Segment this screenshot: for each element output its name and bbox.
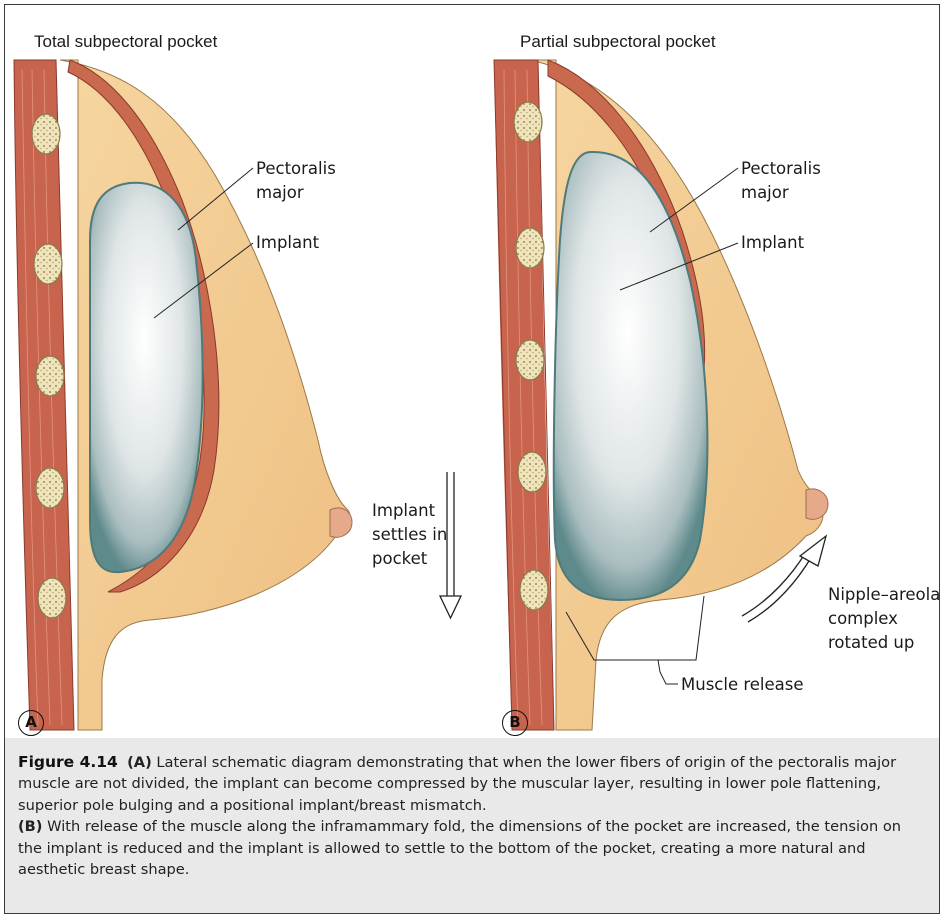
label-implant-a: Implant bbox=[256, 232, 319, 254]
caption-b-tag: (B) bbox=[18, 818, 42, 835]
label-pectoralis-b-line1: Pectoralis bbox=[741, 158, 821, 180]
figure-caption: Figure 4.14 (A) Lateral schematic diagra… bbox=[18, 752, 924, 880]
caption-b-text: With release of the muscle along the inf… bbox=[18, 818, 901, 878]
label-implant-b: Implant bbox=[741, 232, 804, 254]
label-settles-line1: Implant bbox=[372, 500, 435, 522]
panel-a-badge: A bbox=[18, 710, 44, 736]
label-nipple-line1: Nipple–areola bbox=[828, 584, 940, 606]
label-settles-line2: settles in bbox=[372, 524, 447, 546]
label-pectoralis-a-line1: Pectoralis bbox=[256, 158, 336, 180]
chest-wall-muscle-a bbox=[14, 60, 74, 730]
implant-a bbox=[90, 183, 203, 572]
label-nipple-line2: complex bbox=[828, 608, 898, 630]
nipple-a bbox=[330, 508, 352, 537]
label-muscle-release: Muscle release bbox=[681, 674, 804, 696]
caption-a-tag: (A) bbox=[127, 754, 152, 771]
label-nipple-line3: rotated up bbox=[828, 632, 914, 654]
label-settles-line3: pocket bbox=[372, 548, 427, 570]
chest-wall-muscle-b bbox=[494, 60, 554, 730]
panel-b-badge: B bbox=[502, 710, 528, 736]
label-pectoralis-b-line2: major bbox=[741, 182, 789, 204]
label-pectoralis-a-line2: major bbox=[256, 182, 304, 204]
panel-a-title: Total subpectoral pocket bbox=[34, 32, 217, 52]
nipple-b bbox=[806, 489, 828, 519]
panel-b-title: Partial subpectoral pocket bbox=[520, 32, 716, 52]
caption-figure-number: Figure 4.14 bbox=[18, 753, 118, 771]
